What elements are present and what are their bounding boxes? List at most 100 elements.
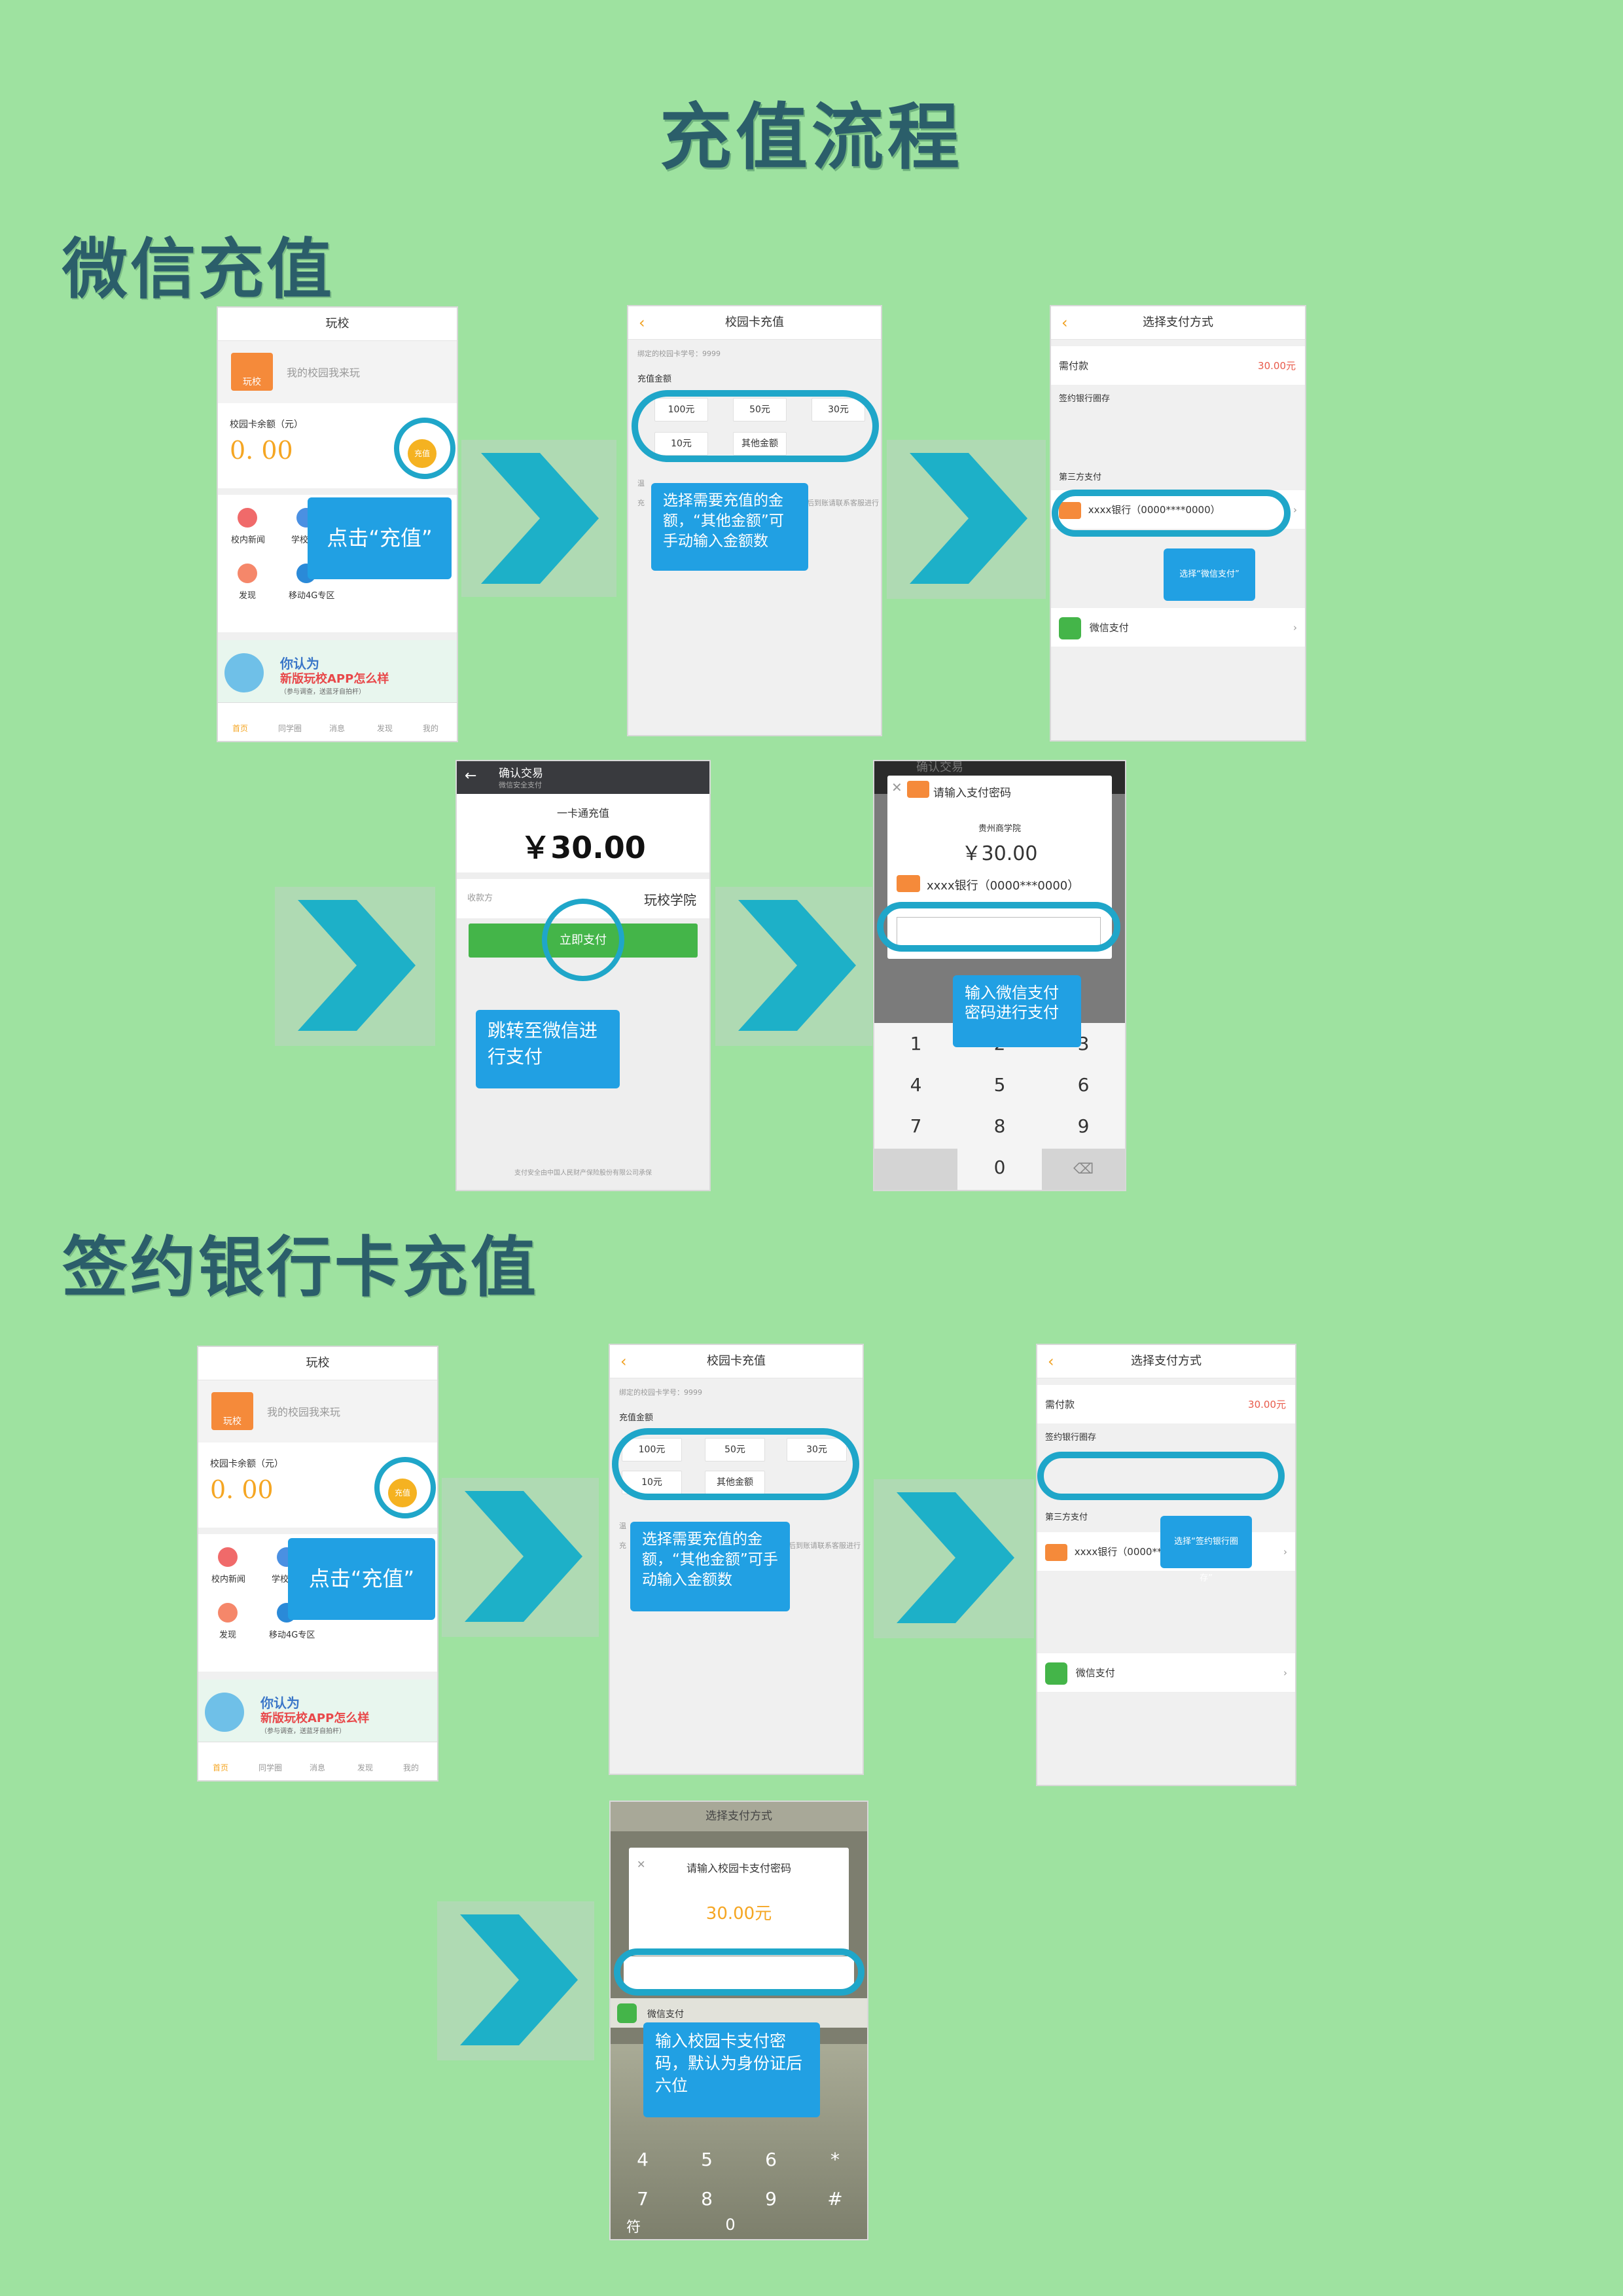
amount-label: 充值金额 [637, 374, 672, 384]
highlight-wechat-pay [1052, 490, 1291, 537]
grid-item-school[interactable]: 学校 [272, 1575, 289, 1585]
grid-item-4g[interactable]: 移动4G专区 [289, 591, 335, 601]
bank-name: xxxx银行（0000****0000） [1088, 504, 1221, 516]
tab-discover[interactable]: 发现 [377, 724, 393, 733]
tab-messages[interactable]: 消息 [310, 1763, 326, 1772]
key-6[interactable]: 6 [1077, 1074, 1090, 1096]
key-4[interactable]: 4 [910, 1074, 922, 1096]
key-4[interactable]: 4 [637, 2149, 649, 2170]
grid-item-4g[interactable]: 移动4G专区 [269, 1630, 315, 1640]
balance-value: 0. 00 [230, 436, 293, 465]
highlight-ring-pay [542, 899, 624, 981]
key-7[interactable]: 7 [637, 2188, 649, 2210]
flow-arrow [874, 1479, 1034, 1638]
survey-banner[interactable]: 你认为 新版玩校APP怎么样 （参与调查，送蓝牙自拍杆） [218, 640, 457, 712]
amount-50[interactable]: 50元 [733, 398, 787, 422]
recharge-title: 校园卡充值 [725, 315, 784, 329]
due-label: 需付款 [1059, 360, 1089, 372]
grid-item-school[interactable]: 学校 [291, 535, 309, 545]
key-0[interactable]: 0 [725, 2215, 736, 2234]
callout-choose-wechat: 选择“微信支付” [1164, 548, 1255, 601]
password-title: 请输入支付密码 [933, 787, 1011, 800]
tab-classmates[interactable]: 同学圈 [259, 1763, 283, 1772]
bound-id: 绑定的校园卡学号：9999 [619, 1388, 702, 1397]
key-9[interactable]: 9 [765, 2188, 777, 2210]
back-icon[interactable]: ‹ [1048, 1352, 1054, 1371]
tab-discover[interactable]: 发现 [357, 1763, 374, 1772]
close-icon[interactable]: ✕ [891, 780, 902, 795]
flow-arrow [715, 887, 872, 1046]
password-amount: ￥30.00 [961, 842, 1038, 865]
back-arrow-icon[interactable]: ← [465, 768, 477, 784]
chevron-right-icon: › [1283, 1546, 1287, 1558]
amount-other[interactable]: 其他金额 [733, 432, 787, 456]
tab-home[interactable]: 首页 [232, 724, 249, 733]
key-star[interactable]: * [830, 2149, 840, 2170]
banner-line1: 你认为 [280, 656, 319, 672]
survey-banner[interactable]: 你认为 新版玩校APP怎么样 （参与调查，送蓝牙自拍杆） [198, 1679, 437, 1751]
password-bank: xxxx银行（0000***0000） [927, 879, 1080, 893]
discover-icon [238, 564, 257, 583]
tab-classmates[interactable]: 同学圈 [278, 724, 302, 733]
highlight-bank [1037, 1452, 1285, 1500]
key-7[interactable]: 7 [910, 1115, 922, 1137]
tab-home[interactable]: 首页 [213, 1763, 229, 1772]
grid-item-news[interactable]: 校内新闻 [231, 535, 266, 545]
callout-choose-bank: 选择“签约银行圈存” [1160, 1516, 1252, 1583]
news-icon [218, 1547, 238, 1567]
due-value: 30.00元 [1258, 360, 1296, 372]
close-icon[interactable]: ✕ [637, 1858, 646, 1871]
discover-icon [218, 1603, 238, 1623]
wechat-pay-option[interactable]: 微信支付 › [1037, 1653, 1295, 1693]
backspace-icon[interactable]: ⌫ [1042, 1149, 1125, 1190]
section-title-wechat: 微信充值 [62, 231, 334, 308]
callout-click-recharge: 点击“充值” [288, 1538, 435, 1620]
back-icon[interactable]: ‹ [639, 314, 645, 332]
callout-input-campus-pwd: 输入校园卡支付密码，默认为身份证后六位 [643, 2022, 820, 2117]
campus-password-input[interactable] [624, 1956, 854, 1990]
numeric-keypad: 1 2 3 4 5 6 7 8 9 0 ⌫ [874, 1023, 1125, 1190]
key-blank [874, 1149, 957, 1190]
amount-label: 充值金额 [619, 1413, 654, 1423]
balance-label: 校园卡余额（元） [230, 420, 303, 430]
grid-item-discover[interactable]: 发现 [219, 1630, 237, 1640]
key-1[interactable]: 1 [910, 1033, 922, 1054]
highlight-amounts [632, 390, 879, 462]
back-icon[interactable]: ‹ [620, 1352, 627, 1371]
key-6[interactable]: 6 [765, 2149, 777, 2170]
key-5[interactable]: 5 [701, 2149, 713, 2170]
third-section-label: 第三方支付 [1059, 473, 1102, 482]
page-title: 充值流程 [660, 96, 963, 179]
tab-mine[interactable]: 我的 [423, 724, 439, 733]
insurance-footer: 支付安全由中国人民财产保险股份有限公司承保 [514, 1170, 652, 1177]
recharge-title: 校园卡充值 [707, 1354, 766, 1368]
wechat-pay-option[interactable]: 微信支付 › [1051, 608, 1305, 647]
screen-campus-password: 选择支付方式 ✕ 请输入校园卡支付密码 30.00元 微信支付 4 5 6 * … [611, 1802, 867, 2239]
highlight-campus-password [614, 1948, 865, 1996]
banner-line3: （参与调查，送蓝牙自拍杆） [280, 689, 365, 696]
payee-name: 玩校学院 [644, 892, 696, 908]
key-9[interactable]: 9 [1077, 1115, 1090, 1137]
product-name: 一卡通充值 [556, 807, 609, 819]
home-title: 玩校 [218, 308, 457, 341]
key-8[interactable]: 8 [993, 1115, 1006, 1137]
key-5[interactable]: 5 [993, 1074, 1006, 1096]
amount-50[interactable]: 50元 [705, 1438, 765, 1462]
screen-home-1: 玩校 玩校 我的校园我来玩 校园卡余额（元） 0. 00 充值 校内新闻 学校 … [218, 308, 457, 741]
bank-logo-icon [907, 781, 929, 798]
grid-item-discover[interactable]: 发现 [239, 591, 257, 601]
due-label: 需付款 [1045, 1399, 1075, 1410]
tab-mine[interactable]: 我的 [403, 1763, 419, 1772]
key-8[interactable]: 8 [701, 2188, 713, 2210]
flow-arrow [461, 440, 616, 597]
tab-messages[interactable]: 消息 [329, 724, 346, 733]
back-icon[interactable]: ‹ [1061, 314, 1068, 332]
key-hash[interactable]: # [827, 2188, 843, 2210]
wechat-icon [1059, 617, 1081, 639]
tip-text: 充 [619, 1541, 626, 1550]
grid-item-news[interactable]: 校内新闻 [211, 1575, 246, 1585]
key-0[interactable]: 0 [993, 1157, 1006, 1178]
home-title: 玩校 [198, 1347, 437, 1380]
slogan: 我的校园我来玩 [287, 367, 361, 379]
key-symbol[interactable]: 符 [626, 2219, 641, 2236]
